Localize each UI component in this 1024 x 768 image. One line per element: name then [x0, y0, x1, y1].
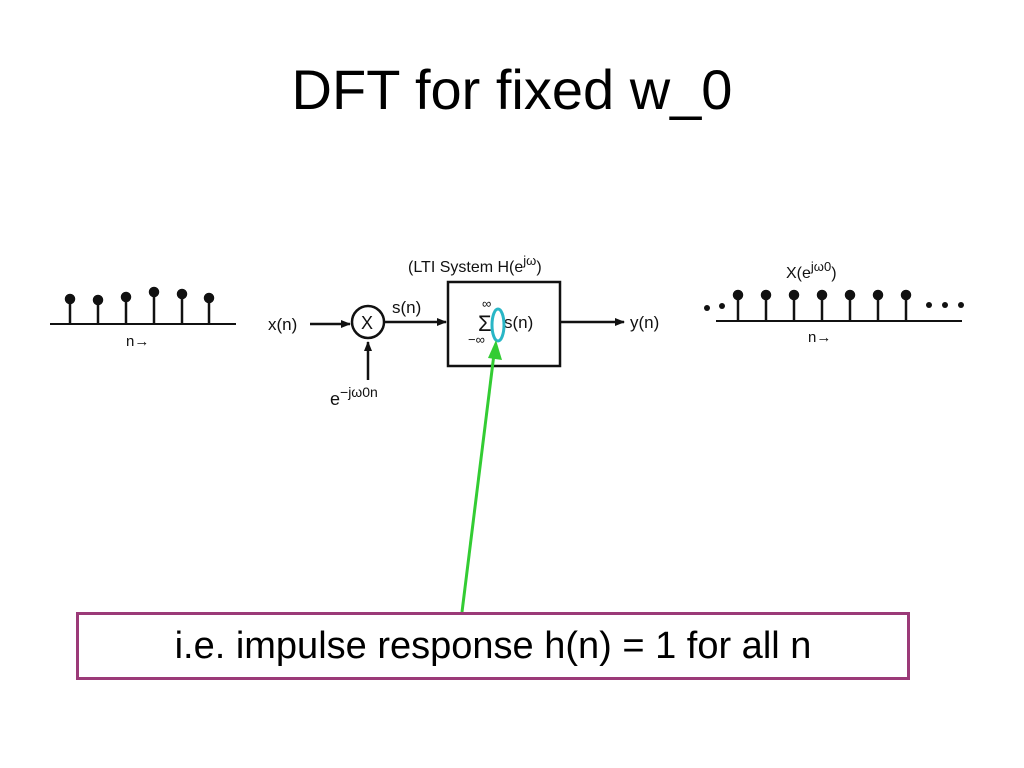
callout-arrow [460, 340, 502, 613]
sum-argument: s(n) [504, 313, 533, 332]
right-dots-left [704, 303, 725, 311]
stem-head [844, 289, 856, 301]
sum-upper-limit: ∞ [482, 296, 491, 311]
system-caption: (LTI System H(ejω) [408, 253, 542, 276]
input-sequence-plot: n→ [50, 286, 236, 350]
slide-title: DFT for fixed w_0 [291, 58, 733, 121]
sum-lower-limit: −∞ [468, 332, 485, 347]
stem-head [120, 291, 132, 303]
output-label: y(n) [630, 313, 659, 332]
mult-output-label: s(n) [392, 298, 421, 317]
stem-head [732, 289, 744, 301]
lti-system-box: ∞ Σ −∞ s(n) [446, 280, 562, 368]
multiplier-symbol: X [361, 313, 373, 333]
left-axis-label: n→ [126, 333, 149, 350]
stem-head [176, 288, 188, 300]
stem-head [92, 294, 104, 306]
output-sequence-plot: n→ [704, 289, 964, 346]
stem-head [203, 292, 215, 304]
sum-symbol: Σ [478, 311, 492, 336]
right-caption: X(ejω0) [786, 259, 837, 282]
stem-head [872, 289, 884, 301]
stem-head [816, 289, 828, 301]
stem-head [900, 289, 912, 301]
right-axis-label: n→ [808, 329, 831, 346]
note-text: i.e. impulse response h(n) = 1 for all n [174, 624, 812, 667]
right-dots-right [926, 302, 964, 308]
stem-head [64, 293, 76, 305]
multiplier-node: X [350, 304, 386, 340]
input-label: x(n) [268, 315, 297, 334]
left-stems [64, 286, 215, 324]
right-stems [732, 289, 912, 321]
stem-head [148, 286, 160, 298]
sum-highlight [490, 307, 506, 343]
impulse-response-note: i.e. impulse response h(n) = 1 for all n [76, 612, 910, 680]
stem-head [760, 289, 772, 301]
modulation-label: e−jω0n [330, 384, 378, 409]
stem-head [788, 289, 800, 301]
